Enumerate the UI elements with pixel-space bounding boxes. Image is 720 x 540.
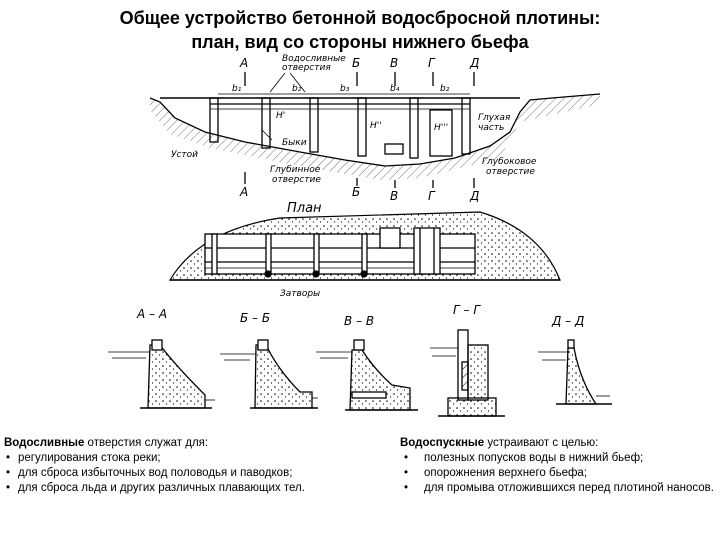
section-a-drawing [108, 339, 215, 409]
page-title: Общее устройство бетонной водосбросной п… [0, 6, 720, 54]
list-item: опорожнения верхнего бьефа; [400, 466, 718, 481]
abutment-label: Устой [171, 150, 198, 160]
section-label-d: Д – Д [551, 314, 584, 328]
section-mark-b-top: Б [352, 56, 360, 70]
section-mark-a-top: А [239, 56, 248, 70]
section-d-drawing [538, 339, 612, 405]
head-label-2: H'' [370, 121, 382, 131]
spillway-description: Водосливные отверстия служат для: регули… [4, 436, 364, 496]
head-label-3: H''' [434, 123, 448, 133]
dam-drawing: А Б В Г Д Водосливные отверстия b₁ b₂ b₃… [108, 54, 612, 417]
span-label-b2-second: b₂ [440, 84, 450, 94]
plan-view: План Затворы [168, 201, 561, 299]
title-line-2: план, вид со стороны нижнего бьефа [191, 32, 529, 52]
list-item: полезных попусков воды в нижний бьеф; [400, 451, 718, 466]
list-item: для промыва отложившихся перед плотиной … [400, 481, 718, 496]
section-views: А – А Б – Б В – В Г – Г Д – Д [108, 303, 612, 417]
section-g-drawing [430, 329, 505, 417]
section-label-v: В – В [344, 314, 374, 328]
pier-label: Быки [282, 138, 307, 148]
deaf-part-label-1: Глухая [478, 113, 511, 123]
spillway-heading: Водосливные отверстия служат для: [4, 436, 364, 451]
section-b-drawing [220, 339, 318, 409]
bottom-opening-label-2: отверстие [486, 167, 535, 177]
spillway-heading-bold: Водосливные [4, 437, 85, 449]
spillway-heading-rest: отверстия служат для: [84, 437, 209, 449]
section-label-b: Б – Б [240, 311, 270, 325]
plan-label: План [287, 201, 322, 216]
section-mark-d-top: Д [469, 56, 479, 70]
spillway-openings-label-1: Водосливные [282, 54, 346, 64]
span-labels: b₁ b₂ b₃ b₄ b₂ [232, 84, 450, 94]
outlet-description: Водоспускные устраивают с целью: полезны… [400, 436, 718, 496]
gates-label: Затворы [280, 289, 320, 299]
bottom-opening-label-1: Глубоковое [482, 157, 537, 167]
section-mark-g-top: Г [428, 56, 436, 70]
section-mark-a-bottom: А [239, 185, 248, 199]
outlet-list: полезных попусков воды в нижний бьеф; оп… [400, 451, 718, 496]
head-label-1: H' [276, 111, 285, 121]
section-mark-g-bottom: Г [428, 189, 436, 203]
section-marks-bottom: А Б В Г Д [239, 185, 479, 203]
section-marks-top: А Б В Г Д [239, 56, 479, 70]
section-mark-b-bottom: Б [352, 185, 360, 199]
deaf-part-label-2: часть [478, 123, 504, 133]
deep-opening-label-2: отверстие [272, 175, 321, 185]
section-mark-d-bottom: Д [469, 189, 479, 203]
span-label-b1: b₁ [232, 84, 242, 94]
outlet-heading-bold: Водоспускные [400, 437, 485, 449]
spillway-openings-label-2: отверстия [282, 63, 331, 73]
title-line-1: Общее устройство бетонной водосбросной п… [119, 8, 601, 28]
outlet-heading-rest: устраивают с целью: [484, 437, 599, 449]
elevation-view: А Б В Г Д Водосливные отверстия b₁ b₂ b₃… [149, 54, 601, 203]
span-label-b3: b₃ [340, 84, 350, 94]
outlet-heading: Водоспускные устраивают с целью: [400, 436, 718, 451]
section-label-a: А – А [136, 307, 167, 321]
span-label-b2: b₂ [292, 84, 302, 94]
spillway-list: регулирования стока реки; для сброса изб… [4, 451, 364, 496]
list-item: регулирования стока реки; [4, 451, 364, 466]
section-label-g: Г – Г [453, 303, 481, 317]
list-item: для сброса льда и других различных плава… [4, 481, 364, 496]
section-mark-v-top: В [390, 56, 398, 70]
section-v-drawing [316, 339, 418, 411]
span-label-b4: b₄ [390, 84, 400, 94]
list-item: для сброса избыточных вод половодья и па… [4, 466, 364, 481]
section-mark-v-bottom: В [390, 189, 398, 203]
deep-opening-label-1: Глубинное [270, 165, 321, 175]
